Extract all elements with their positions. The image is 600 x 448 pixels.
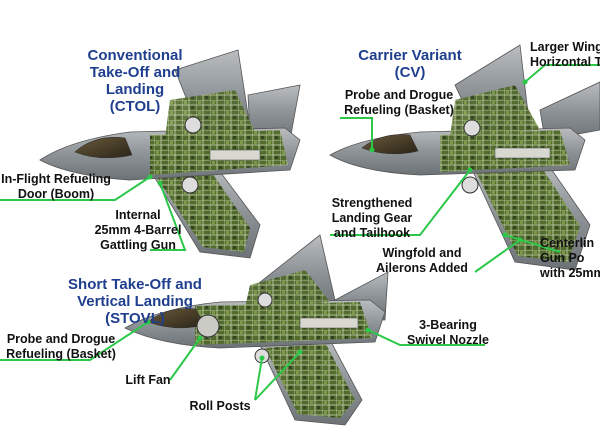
label-larger-wing-line-1: Larger Wing bbox=[530, 40, 600, 54]
stovl-wheel-top bbox=[257, 292, 273, 308]
leader-lines bbox=[0, 64, 600, 401]
label-swivel-nozzle: 3-Bearing Swivel Nozzle bbox=[398, 318, 498, 348]
label-cv-probe-line-2: Refueling (Basket) bbox=[344, 103, 454, 117]
label-centerline-gun-line-2: Gun Po bbox=[540, 251, 585, 265]
label-stovl-probe: Probe and Drogue Refueling (Basket) bbox=[0, 332, 122, 362]
ctol-title-line-2: Take-Off and bbox=[89, 64, 181, 81]
line-wingfold bbox=[474, 239, 521, 273]
label-strengthened-gear: Strengthened Landing Gear and Tailhook bbox=[322, 196, 422, 241]
label-inflight-refueling-line-1: In-Flight Refueling bbox=[1, 172, 111, 186]
ctol-aircraft bbox=[39, 49, 301, 259]
cv-canopy bbox=[361, 134, 419, 155]
label-internal-gun: Internal 25mm 4-Barrel Gattling Gun bbox=[88, 208, 188, 253]
ctol-wheel-top bbox=[184, 116, 202, 134]
label-stovl-probe-line-1: Probe and Drogue bbox=[6, 332, 116, 346]
ctol-wing-cutaway bbox=[155, 170, 250, 252]
label-inflight-refueling: In-Flight Refueling Door (Boom) bbox=[0, 172, 112, 202]
line-roll-post-2 bbox=[254, 351, 301, 401]
line-cv-probe bbox=[340, 117, 373, 150]
label-wingfold-line-2: Ailerons Added bbox=[376, 261, 468, 275]
ctol-wheel-bottom bbox=[181, 176, 199, 194]
label-swivel-nozzle-line-1: 3-Bearing bbox=[419, 318, 477, 332]
label-centerline-gun-line-1: Centerlin bbox=[540, 236, 595, 250]
stovl-title-line-1: Short Take-Off and bbox=[68, 276, 202, 293]
stovl-fuselage-cutaway bbox=[195, 302, 372, 345]
line-inflight-refueling bbox=[0, 176, 151, 201]
cv-engine bbox=[494, 147, 551, 159]
ctol-title: Conventional Take-Off and Landing (CTOL) bbox=[75, 47, 195, 115]
ctol-title-line-3: Landing bbox=[105, 81, 165, 98]
ctol-title-line-1: Conventional bbox=[87, 47, 183, 64]
label-inflight-refueling-line-2: Door (Boom) bbox=[17, 187, 95, 201]
line-strengthened-gear bbox=[330, 169, 471, 236]
label-lift-fan: Lift Fan bbox=[125, 373, 171, 387]
stovl-lift-fan bbox=[196, 314, 220, 338]
line-larger-wing bbox=[524, 64, 600, 83]
label-wingfold-line-1: Wingfold and bbox=[382, 246, 462, 260]
label-centerline-gun-line-3: with 25mm bbox=[540, 266, 600, 280]
stovl-canopy bbox=[147, 308, 205, 329]
line-swivel-nozzle bbox=[367, 329, 485, 346]
line-internal-gun bbox=[150, 182, 187, 251]
label-strengthened-gear-line-3: and Tailhook bbox=[333, 226, 411, 240]
label-larger-wing-line-2: Horizontal Ta bbox=[530, 55, 600, 69]
ctol-canopy bbox=[74, 137, 133, 159]
stovl-wing-cutaway bbox=[265, 344, 355, 418]
cv-aircraft bbox=[329, 44, 600, 271]
cv-title-line-1: Carrier Variant bbox=[358, 47, 462, 64]
stovl-engine bbox=[299, 317, 359, 329]
stovl-title-line-3: (STOVL) bbox=[105, 310, 165, 327]
cv-title: Carrier Variant (CV) bbox=[350, 47, 470, 81]
cv-wheel-top bbox=[463, 119, 481, 137]
label-cv-probe: Probe and Drogue Refueling (Basket) bbox=[334, 88, 464, 118]
cv-wing-cutaway bbox=[475, 165, 580, 262]
cv-wheel-bottom bbox=[461, 176, 479, 194]
label-cv-probe-line-1: Probe and Drogue bbox=[344, 88, 454, 102]
line-stovl-probe bbox=[0, 321, 149, 361]
ctol-engine bbox=[209, 149, 261, 161]
stovl-aircraft bbox=[124, 234, 389, 426]
label-strengthened-gear-line-1: Strengthened bbox=[331, 196, 413, 210]
label-stovl-probe-line-2: Refueling (Basket) bbox=[6, 347, 116, 361]
label-internal-gun-line-1: Internal bbox=[115, 208, 161, 222]
line-lift-fan bbox=[169, 337, 201, 381]
ctol-title-line-4: (CTOL) bbox=[109, 98, 161, 115]
cv-title-line-2: (CV) bbox=[394, 64, 426, 81]
stovl-title-line-2: Vertical Landing bbox=[77, 293, 193, 310]
line-centerline-gun bbox=[504, 234, 561, 253]
stovl-title: Short Take-Off and Vertical Landing (STO… bbox=[55, 276, 215, 327]
label-centerline-gun: Centerlin Gun Po with 25mm bbox=[540, 236, 600, 281]
label-wingfold: Wingfold and Ailerons Added bbox=[372, 246, 472, 276]
label-strengthened-gear-line-2: Landing Gear bbox=[331, 211, 413, 225]
label-internal-gun-line-3: Gattling Gun bbox=[100, 238, 176, 252]
label-larger-wing: Larger Wing Horizontal Ta bbox=[530, 40, 600, 70]
label-internal-gun-line-2: 25mm 4-Barrel bbox=[94, 223, 182, 237]
label-swivel-nozzle-line-2: Swivel Nozzle bbox=[407, 333, 489, 347]
label-roll-posts: Roll Posts bbox=[189, 399, 251, 413]
line-roll-post-1 bbox=[254, 357, 263, 401]
